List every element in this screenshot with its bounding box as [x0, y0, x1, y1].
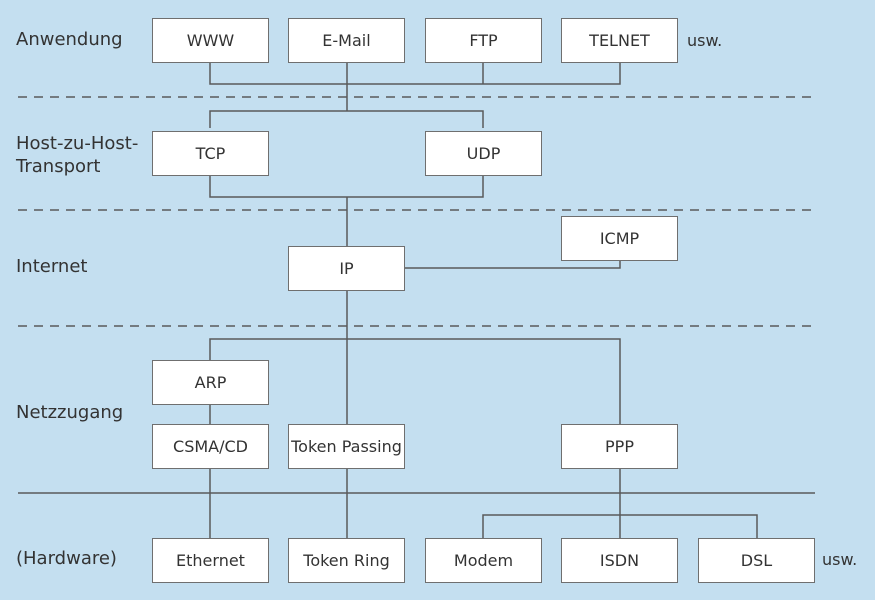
- box-dsl: DSL: [698, 538, 815, 583]
- connector-application-bus: [209, 63, 621, 85]
- etc-hardware: usw.: [822, 550, 858, 569]
- box-ppp: PPP: [561, 424, 678, 469]
- layer-label-transport-line2: Transport: [16, 156, 101, 177]
- layer-label-transport-line1: Host-zu-Host-: [16, 133, 139, 154]
- box-telnet: TELNET: [561, 18, 678, 63]
- connector-ppp-hardware: [482, 469, 758, 538]
- layer-label-internet: Internet: [16, 256, 88, 277]
- box-email: E-Mail: [288, 18, 405, 63]
- layer-label-network-access: Netzzugang: [16, 402, 124, 423]
- layer-label-application: Anwendung: [16, 29, 123, 50]
- box-token-ring: Token Ring: [288, 538, 405, 583]
- box-token-passing: Token Passing: [288, 424, 405, 469]
- box-isdn: ISDN: [561, 538, 678, 583]
- box-ip: IP: [288, 246, 405, 291]
- box-www: WWW: [152, 18, 269, 63]
- box-udp: UDP: [425, 131, 542, 176]
- box-ftp: FTP: [425, 18, 542, 63]
- connector-ip-icmp: [405, 261, 621, 269]
- connector-transport-ip: [209, 176, 484, 246]
- box-icmp: ICMP: [561, 216, 678, 261]
- box-ethernet: Ethernet: [152, 538, 269, 583]
- connector-ip-network-bus: [209, 291, 621, 424]
- connector-application-transport: [209, 84, 484, 128]
- box-tcp: TCP: [152, 131, 269, 176]
- box-csma-cd: CSMA/CD: [152, 424, 269, 469]
- box-arp: ARP: [152, 360, 269, 405]
- etc-application: usw.: [687, 31, 723, 50]
- box-modem: Modem: [425, 538, 542, 583]
- layer-label-hardware: (Hardware): [16, 548, 117, 569]
